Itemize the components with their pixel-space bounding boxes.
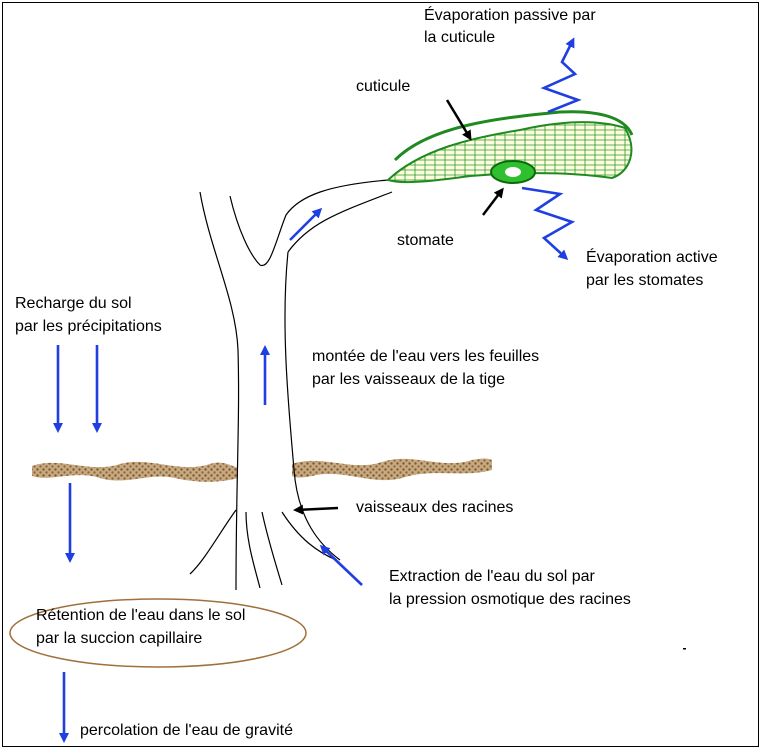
branch-flow-arrow <box>289 207 323 241</box>
root-mid-left <box>245 511 261 589</box>
recharge-label-line1: Recharge du sol <box>15 295 132 312</box>
extraction-label-line1: Extraction de l'eau du sol par <box>389 568 595 585</box>
root-mid-right <box>261 511 283 586</box>
trunk-left-outline <box>199 191 240 591</box>
stomate-pointer-arrow <box>482 187 504 216</box>
retention-label-line2: par la succion capillaire <box>36 630 203 647</box>
evap-active-label-line1: Évaporation active <box>586 249 718 266</box>
cuticule-pointer-arrow <box>445 99 472 141</box>
fork-outline <box>229 179 389 267</box>
retention-ellipse <box>9 598 307 668</box>
evap-active-arrow <box>521 186 576 261</box>
montee-label-line2: par les vaisseaux de la tige <box>312 371 505 388</box>
montee-label-line1: montée de l'eau vers les feuilles <box>312 348 540 365</box>
evap-passive-label-line2: la cuticule <box>424 29 496 46</box>
percolation-label: percolation de l'eau de gravité <box>80 722 293 739</box>
evap-passive-label-line1: Évaporation passive par <box>424 7 596 24</box>
trunk-right-outline <box>284 251 341 561</box>
extraction-arrow <box>319 544 363 586</box>
stomate-label: stomate <box>397 232 454 249</box>
retention-label-line1: Rétention de l'eau dans le sol <box>36 607 246 624</box>
evap-active-label-line2: par les stomates <box>586 272 704 289</box>
leaf-body <box>386 121 633 184</box>
cuticule-label: cuticule <box>356 78 411 95</box>
soil-band <box>32 461 238 482</box>
extraction-label-line2: la pression osmotique des racines <box>389 591 631 608</box>
evap-passive-arrow <box>540 37 582 114</box>
racines-pointer-arrow <box>293 504 339 515</box>
stray-dot <box>683 648 686 650</box>
soil-band-right <box>292 458 492 481</box>
recharge-label-line2: par les précipitations <box>15 318 162 335</box>
flow-arrows <box>53 37 582 743</box>
branch-lower-outline <box>287 191 393 253</box>
leaf <box>386 110 634 184</box>
root-right <box>281 511 337 561</box>
root-left <box>189 509 237 575</box>
vaisseaux-racines-label: vaisseaux des racines <box>356 499 514 516</box>
leaf-cuticle-top <box>393 110 634 162</box>
stomate-pore <box>505 167 521 177</box>
tree <box>189 179 393 591</box>
pointer-arrows <box>293 99 504 515</box>
